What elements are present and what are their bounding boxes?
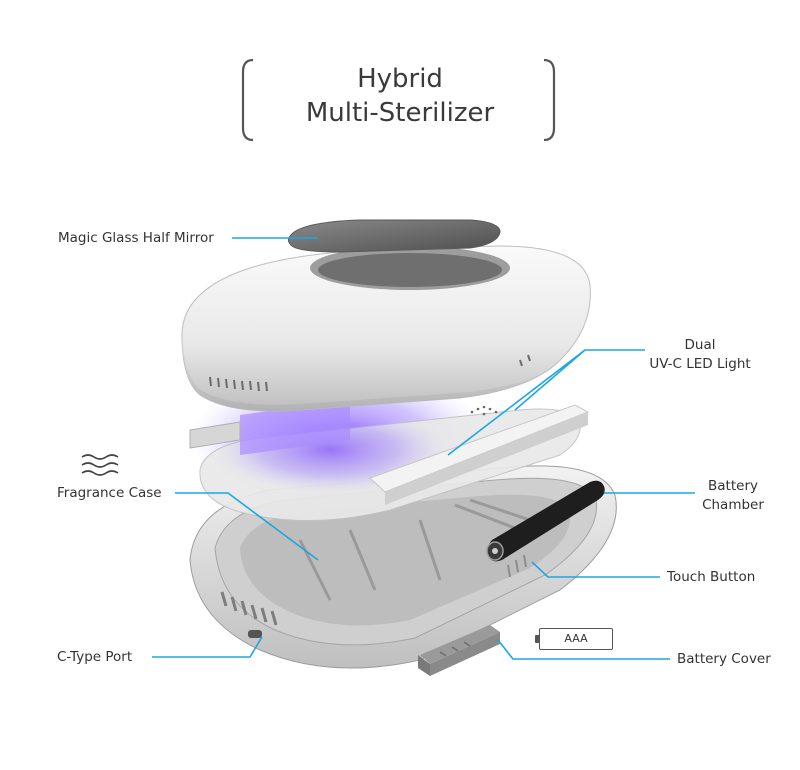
leader-battery-cover bbox=[497, 639, 670, 660]
label-uvc-led: Dual UV-C LED Light bbox=[645, 336, 755, 374]
c-type-port-slot bbox=[248, 630, 262, 638]
label-c-type-port: C-Type Port bbox=[57, 649, 133, 665]
battery-type-label: AAA bbox=[564, 632, 588, 645]
label-magic-glass: Magic Glass Half Mirror bbox=[58, 230, 214, 246]
label-battery-cover: Battery Cover bbox=[677, 651, 771, 667]
uv-led-plate bbox=[189, 370, 590, 522]
title-line-1: Hybrid bbox=[357, 64, 443, 94]
label-battery-chamber-line2: Chamber bbox=[702, 497, 764, 513]
battery-cover-part bbox=[418, 625, 500, 676]
top-lid bbox=[181, 245, 591, 412]
leader-fragrance bbox=[175, 492, 319, 561]
label-battery-chamber: Battery Chamber bbox=[693, 477, 773, 515]
magic-glass-plate bbox=[287, 219, 501, 253]
battery-cylinder bbox=[486, 480, 605, 562]
right-bracket-icon bbox=[543, 58, 556, 142]
leader-c-type-port bbox=[152, 636, 263, 658]
leader-touch-button bbox=[531, 561, 660, 578]
diagram-title: Hybrid Multi-Sterilizer bbox=[0, 62, 800, 130]
wave-icon bbox=[81, 454, 119, 476]
label-battery-chamber-line1: Battery bbox=[708, 478, 758, 494]
leader-lines bbox=[152, 237, 695, 660]
battery-icon: AAA bbox=[535, 628, 613, 650]
label-touch-button: Touch Button bbox=[667, 569, 756, 585]
left-bracket-icon bbox=[241, 58, 254, 142]
label-fragrance-case: Fragrance Case bbox=[57, 485, 162, 501]
label-uvc-line1: Dual bbox=[684, 337, 716, 353]
title-line-2: Multi-Sterilizer bbox=[305, 98, 495, 128]
label-uvc-line2: UV-C LED Light bbox=[649, 356, 751, 372]
